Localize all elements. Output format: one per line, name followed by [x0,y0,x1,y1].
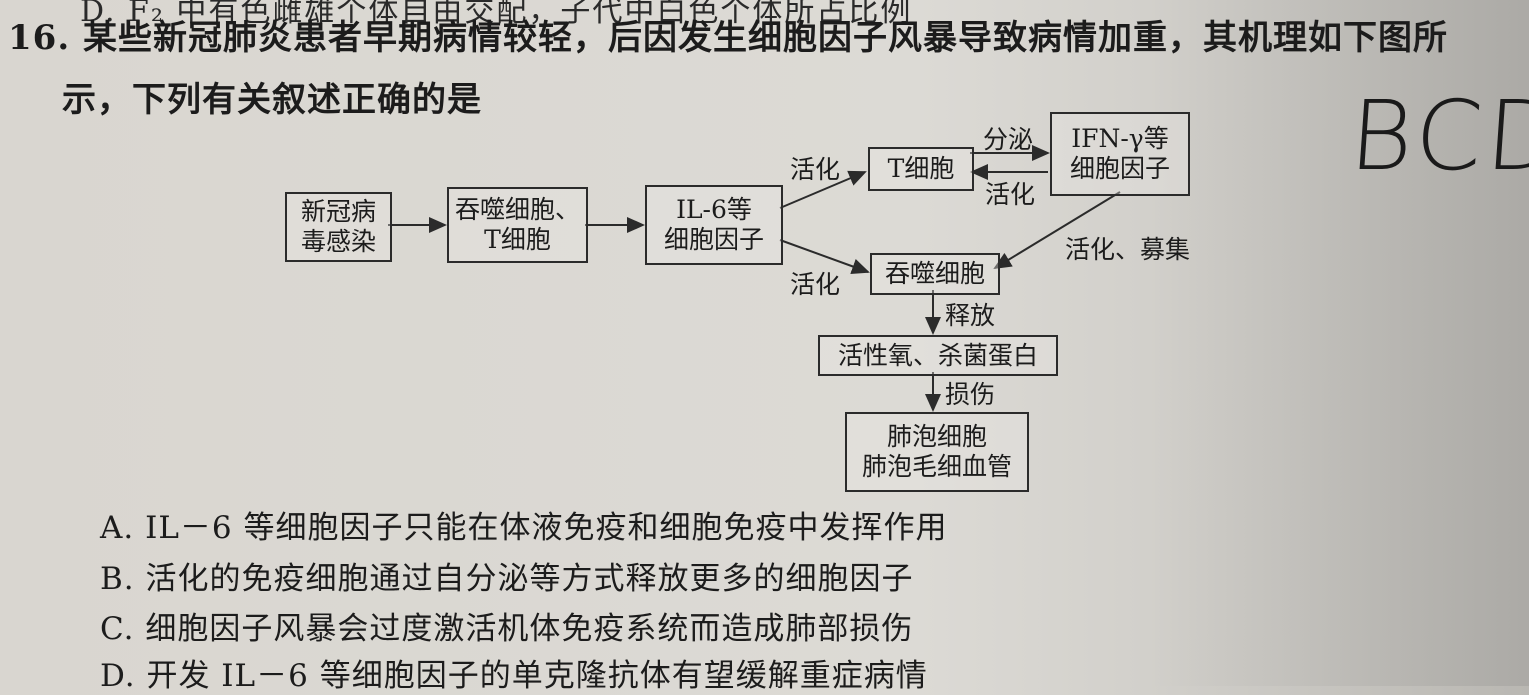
box-virus-infection: 新冠病 毒感染 [285,192,392,262]
box-ifn-line2: 细胞因子 [1069,154,1170,183]
box-ifn-line1: IFN-γ等 [1071,124,1169,153]
box-ros-label: 活性氧、杀菌蛋白 [837,340,1038,370]
box-il6-line2: 细胞因子 [663,225,764,254]
label-secrete: 分泌 [983,125,1034,154]
box-virus-line2: 毒感染 [300,227,376,256]
option-c: C. 细胞因子风暴会过度激活机体免疫系统而造成肺部损伤 [100,611,914,647]
previous-option-line: D. F₂ 中有色雌雄个体自由交配，子代中白色个体所占比例 [80,0,913,29]
question-stem-line2: 示，下列有关叙述正确的是 [62,80,482,120]
box-lung-line1: 肺泡细胞 [886,422,987,451]
box-phagocyte: 吞噬细胞 [870,253,1000,295]
box-ifn-cytokines: IFN-γ等 细胞因子 [1050,112,1190,196]
label-damage: 损伤 [945,380,996,409]
box-il6-cytokines: IL-6等 细胞因子 [645,185,783,265]
box-lung-alveoli: 肺泡细胞 肺泡毛细血管 [845,412,1029,492]
label-activate-back: 活化 [985,180,1036,209]
option-d: D. 开发 IL－6 等细胞因子的单克隆抗体有望缓解重症病情 [100,658,928,694]
option-a: A. IL－6 等细胞因子只能在体液免疫和细胞免疫中发挥作用 [100,510,948,546]
question-stem-line1: 16. 某些新冠肺炎患者早期病情较轻，后因发生细胞因子风暴导致病情加重，其机理如… [8,18,1448,58]
box-virus-line1: 新冠病 [300,197,376,226]
box-phago-t-line1: 吞噬细胞、 [454,195,580,224]
box-phago-t-line2: T细胞 [484,225,551,254]
box-ros-bactericidal: 活性氧、杀菌蛋白 [818,335,1058,376]
label-activate-top: 活化 [790,155,841,184]
arrow-ifn-to-phago [993,191,1121,270]
arrow-il6-to-phago [779,239,870,275]
box-phagocyte-tcell: 吞噬细胞、 T细胞 [447,187,588,263]
label-activate-recruit: 活化、募集 [1065,235,1191,264]
box-il6-line1: IL-6等 [676,195,752,224]
box-tcell: T细胞 [868,147,974,191]
box-phago-label: 吞噬细胞 [884,259,985,288]
arrow-il6-to-tcell [779,170,867,209]
box-tcell-label: T细胞 [887,154,955,183]
label-activate-bottom: 活化 [790,270,841,299]
option-b: B. 活化的免疫细胞通过自分泌等方式释放更多的细胞因子 [100,561,914,597]
label-release: 释放 [945,301,996,330]
box-lung-line2: 肺泡毛细血管 [861,452,1012,481]
